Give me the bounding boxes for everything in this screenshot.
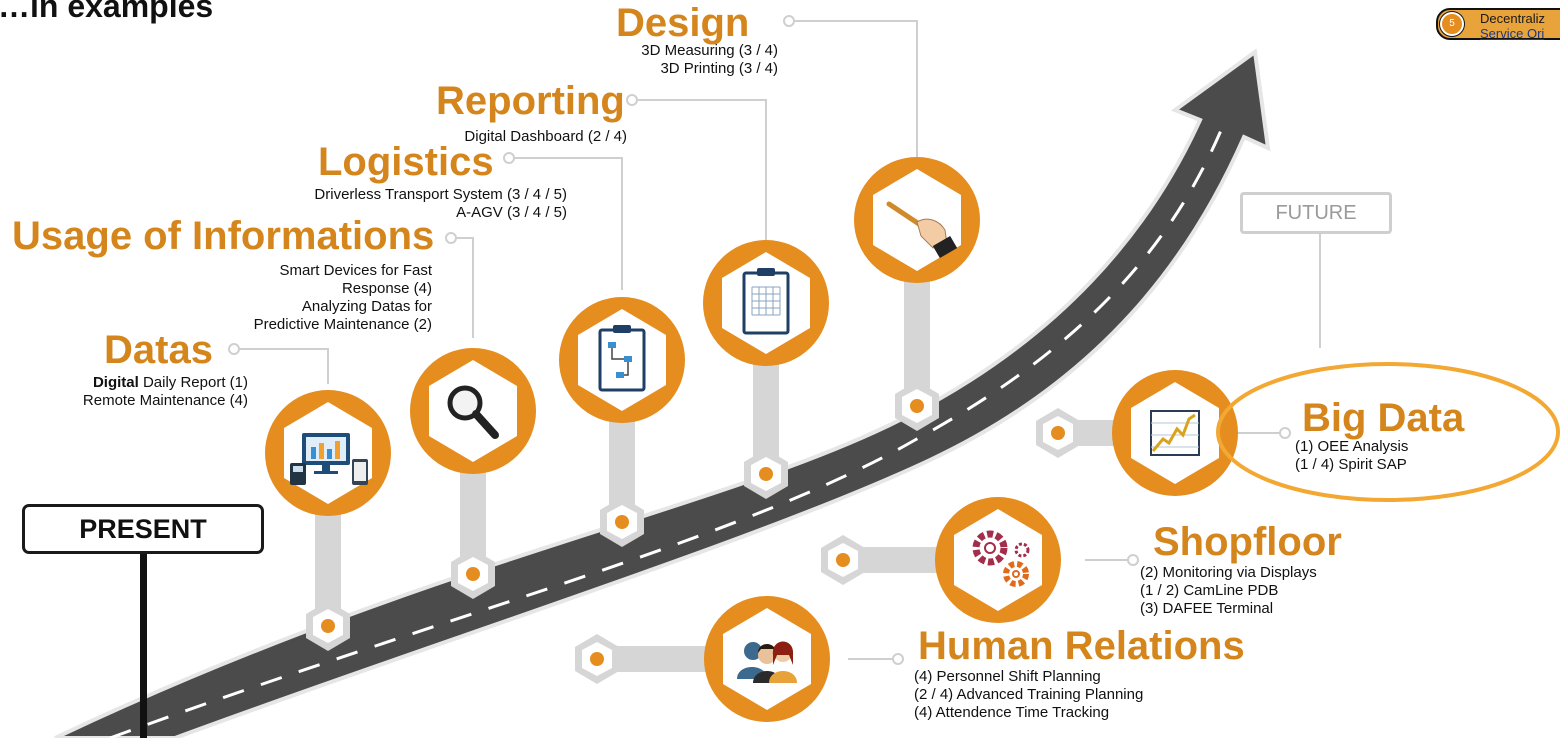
flowchart-clipboard-icon [598,325,646,392]
usage-item: Predictive Maintenance (2) [253,316,432,333]
hr-badge [704,596,830,722]
shopfloor-badge [935,497,1061,623]
leader-usage [452,237,474,338]
shopfloor-item: (3) DAFEE Terminal [1140,600,1274,617]
reporting-item: Digital Dashboard (2 / 4) [464,128,627,145]
usage-heading: Usage of Informations [12,214,435,258]
logistics-item: Driverless Transport System (3 / 4 / 5) [314,186,567,203]
road-nodes [306,381,1080,684]
bigdata-highlight-ellipse [1216,362,1560,502]
hr-item: (4) Attendence Time Tracking [914,704,1110,721]
design-items: 3D Measuring (3 / 4) 3D Printing (3 / 4) [560,42,778,78]
gears-icon [972,530,1030,587]
leader-lines [238,20,1321,660]
legend-item: 5 Decentraliz Service Ori [1436,8,1560,41]
logistics-badge [559,297,685,423]
datas-items: Digital Daily Report (1) Remote Maintena… [30,374,248,410]
leader-datas [238,348,329,384]
shopfloor-item: (2) Monitoring via Displays [1140,564,1317,581]
design-badge [854,157,980,283]
logistics-heading: Logistics [318,140,494,184]
line-chart-icon [1150,410,1200,456]
reporting-items: Digital Dashboard (2 / 4) [400,128,627,146]
bigdata-item: (1 / 4) Spirit SAP [1295,456,1407,473]
present-sign-pole [140,550,147,738]
future-marker: FUTURE [1240,192,1392,234]
hr-item: (4) Personnel Shift Planning [914,668,1101,685]
usage-item: Response (4) [341,280,432,297]
datas-item: Digital Daily Report (1) [92,374,248,391]
design-heading: Design [616,1,750,45]
stage-badges [265,157,1238,722]
design-item: 3D Measuring (3 / 4) [641,42,778,59]
logistics-item: A-AGV (3 / 4 / 5) [456,204,567,221]
datas-heading: Datas [104,328,213,372]
computer-devices-icon [290,433,368,485]
road-lane-marking [109,127,1224,738]
hr-heading: Human Relations [918,624,1245,668]
legend-label[interactable]: Decentraliz Service Ori [1480,11,1546,41]
usage-item: Analyzing Datas for [301,298,432,315]
datas-item: Remote Maintenance (4) [82,392,248,409]
present-marker: PRESENT [22,504,264,554]
leader-logistics [512,157,623,290]
logistics-items: Driverless Transport System (3 / 4 / 5) … [220,186,567,222]
datas-badge [265,390,391,516]
leader-endpoints [228,15,1291,665]
shopfloor-item: (1 / 2) CamLine PDB [1140,582,1279,599]
reporting-heading: Reporting [436,79,625,123]
usage-items: Smart Devices for Fast Response (4) Anal… [190,262,432,334]
bigdata-items: (1) OEE Analysis (1 / 4) Spirit SAP [1295,438,1408,474]
shopfloor-heading: Shopfloor [1153,520,1342,564]
hr-items: (4) Personnel Shift Planning (2 / 4) Adv… [914,668,1143,722]
reporting-badge [703,240,829,366]
usage-badge [410,348,536,474]
shopfloor-items: (2) Monitoring via Displays (1 / 2) CamL… [1140,564,1317,618]
design-item: 3D Printing (3 / 4) [660,60,778,77]
bigdata-badge [1112,370,1238,496]
legend-number-badge: 5 [1440,12,1464,36]
leader-reporting [637,99,767,240]
leader-design [793,20,918,160]
hr-item: (2 / 4) Advanced Training Planning [914,686,1144,703]
hand-writing-icon [886,201,958,259]
people-icon [737,641,797,683]
usage-item: Smart Devices for Fast [279,262,432,279]
bigdata-heading: Big Data [1302,396,1465,440]
page-title: …in examples [0,0,214,24]
magnifier-icon [447,385,499,439]
spreadsheet-clipboard-icon [742,268,790,335]
bigdata-item: (1) OEE Analysis [1295,438,1409,455]
